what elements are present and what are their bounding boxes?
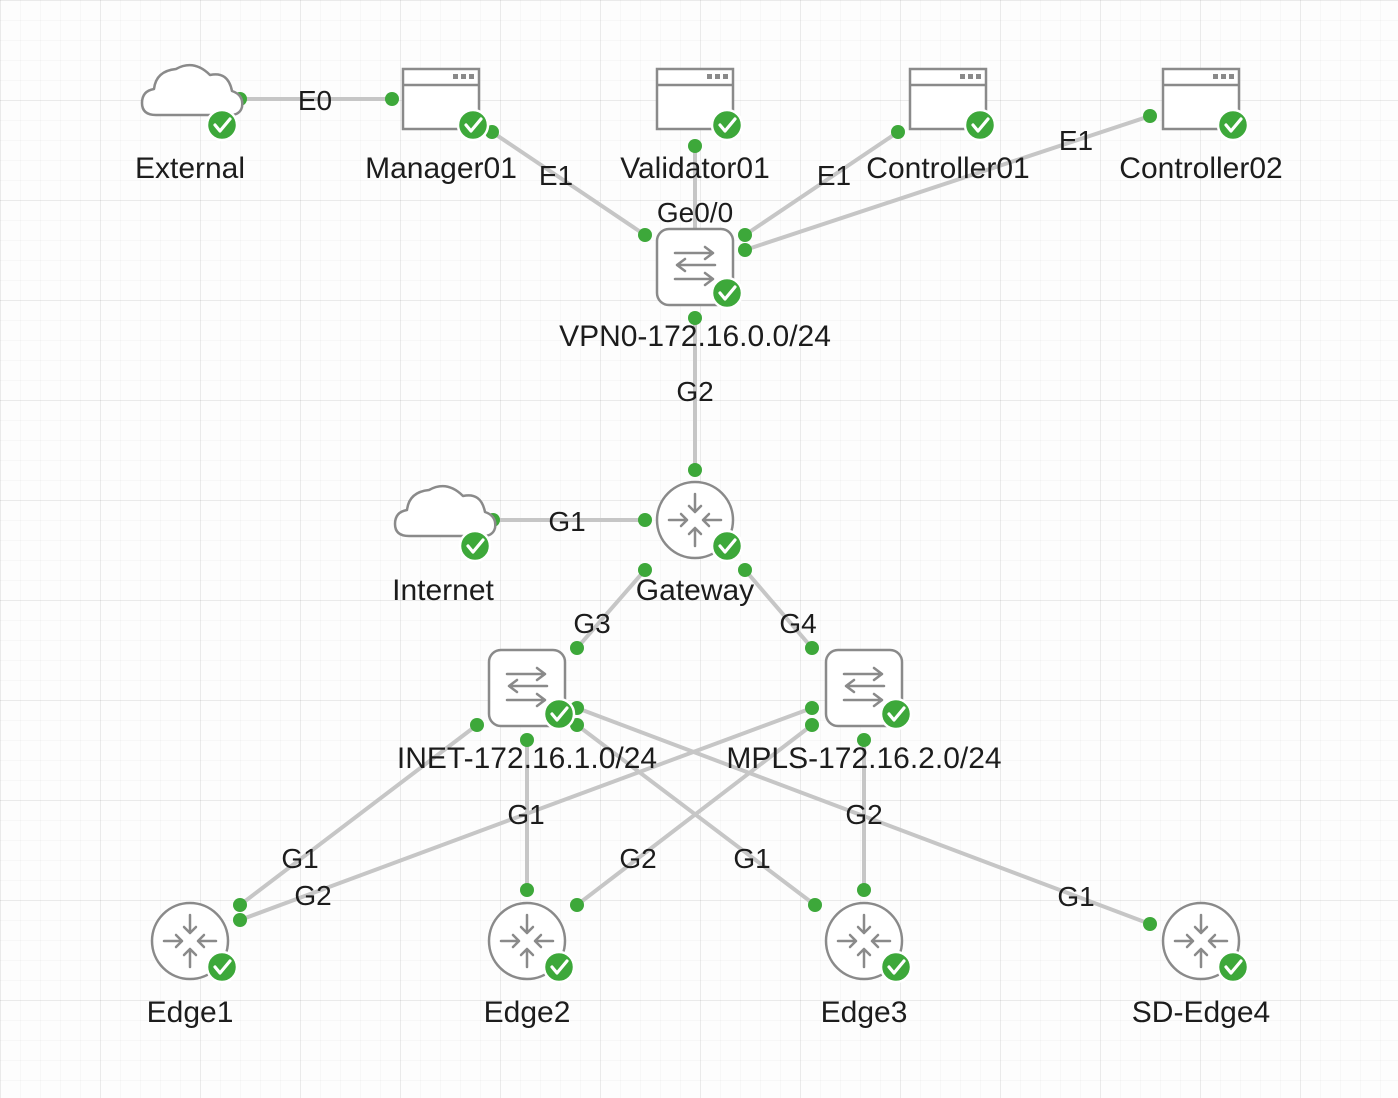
port-label: G1 — [281, 843, 318, 874]
port-dot[interactable] — [470, 718, 484, 732]
port-dot[interactable] — [520, 883, 534, 897]
node-edge3[interactable] — [824, 901, 913, 984]
port-dot[interactable] — [638, 513, 652, 527]
port-label: E0 — [298, 85, 332, 116]
status-ok-icon — [458, 529, 492, 563]
port-dot[interactable] — [520, 733, 534, 747]
port-dot[interactable] — [1143, 109, 1157, 123]
status-ok-icon — [1216, 108, 1250, 142]
port-dot[interactable] — [385, 92, 399, 106]
node-label-edge1: Edge1 — [147, 996, 234, 1029]
status-ok-icon — [879, 950, 913, 984]
port-label: G1 — [733, 843, 770, 874]
port-dot[interactable] — [857, 883, 871, 897]
node-label-manager01: Manager01 — [365, 152, 517, 185]
port-dot[interactable] — [805, 641, 819, 655]
port-dot[interactable] — [805, 718, 819, 732]
status-ok-icon — [1216, 950, 1250, 984]
node-inet-switch[interactable] — [487, 648, 576, 731]
node-label-controller02: Controller02 — [1119, 152, 1282, 185]
link-inet-edge1[interactable] — [238, 723, 479, 907]
port-label: G2 — [619, 843, 656, 874]
port-dot[interactable] — [808, 898, 822, 912]
cloud-icon — [393, 484, 497, 538]
node-label-sd-edge4: SD-Edge4 — [1132, 996, 1270, 1029]
port-dot[interactable] — [233, 898, 247, 912]
node-label-edge2: Edge2 — [484, 996, 571, 1029]
node-label-validator01: Validator01 — [620, 152, 770, 185]
network-label-vpn0: VPN0-172.16.0.0/24 — [559, 320, 831, 353]
link-gateway-inet[interactable] — [575, 568, 647, 650]
status-ok-icon — [205, 108, 239, 142]
link-gateway-mpls[interactable] — [743, 568, 814, 650]
node-validator01[interactable] — [655, 67, 744, 142]
link-mpls-edge2[interactable] — [575, 723, 814, 907]
node-vpn0-switch[interactable] — [655, 227, 744, 310]
port-label: G2 — [845, 799, 882, 830]
cloud-icon — [140, 63, 244, 117]
port-dot[interactable] — [688, 311, 702, 325]
port-dot[interactable] — [638, 563, 652, 577]
port-label: Ge0/0 — [657, 197, 733, 228]
node-mpls-switch[interactable] — [824, 648, 913, 731]
node-edge1[interactable] — [150, 901, 239, 984]
node-label-internet: Internet — [392, 574, 494, 607]
port-label: G2 — [294, 880, 331, 911]
node-label-edge3: Edge3 — [821, 996, 908, 1029]
status-ok-icon — [542, 950, 576, 984]
port-label: G1 — [548, 506, 585, 537]
port-dot[interactable] — [738, 228, 752, 242]
port-dot[interactable] — [570, 641, 584, 655]
status-ok-icon — [205, 950, 239, 984]
port-dot[interactable] — [738, 563, 752, 577]
status-ok-icon — [963, 108, 997, 142]
status-ok-icon — [456, 108, 490, 142]
port-dot[interactable] — [1143, 917, 1157, 931]
port-label: E1 — [1059, 125, 1093, 156]
port-dot[interactable] — [805, 701, 819, 715]
network-label-inet: INET-172.16.1.0/24 — [397, 742, 657, 775]
node-edge2[interactable] — [487, 901, 576, 984]
status-ok-icon — [710, 529, 744, 563]
node-sd-edge4[interactable] — [1161, 901, 1250, 984]
network-label-mpls: MPLS-172.16.2.0/24 — [726, 742, 1001, 775]
node-controller02[interactable] — [1161, 67, 1250, 142]
status-ok-icon — [710, 108, 744, 142]
status-ok-icon — [879, 697, 913, 731]
status-ok-icon — [710, 276, 744, 310]
port-dot[interactable] — [570, 718, 584, 732]
port-label: G2 — [676, 376, 713, 407]
node-controller01[interactable] — [908, 67, 997, 142]
port-dot[interactable] — [233, 913, 247, 927]
node-internet[interactable] — [393, 484, 497, 563]
port-dot[interactable] — [738, 243, 752, 257]
port-dot[interactable] — [688, 463, 702, 477]
port-label: G3 — [573, 608, 610, 639]
port-label: G1 — [1057, 881, 1094, 912]
status-ok-icon — [542, 697, 576, 731]
node-label-controller01: Controller01 — [866, 152, 1029, 185]
links — [238, 97, 1152, 926]
link-controller01-vpn0[interactable] — [743, 130, 900, 237]
port-dot[interactable] — [570, 898, 584, 912]
port-dot[interactable] — [638, 228, 652, 242]
node-manager01[interactable] — [401, 67, 490, 142]
link-manager01-vpn0[interactable] — [490, 130, 647, 237]
node-label-gateway: Gateway — [636, 574, 754, 607]
node-external[interactable] — [140, 63, 244, 142]
node-gateway[interactable] — [655, 480, 744, 563]
port-dot[interactable] — [688, 139, 702, 153]
port-label: G1 — [507, 799, 544, 830]
node-label-external: External — [135, 152, 245, 185]
link-controller02-vpn0[interactable] — [743, 114, 1152, 252]
port-label: G4 — [779, 608, 816, 639]
port-dot[interactable] — [857, 733, 871, 747]
port-dot[interactable] — [891, 125, 905, 139]
link-mpls-edge1[interactable] — [238, 706, 814, 922]
port-label: E1 — [817, 160, 851, 191]
port-label: E1 — [539, 160, 573, 191]
